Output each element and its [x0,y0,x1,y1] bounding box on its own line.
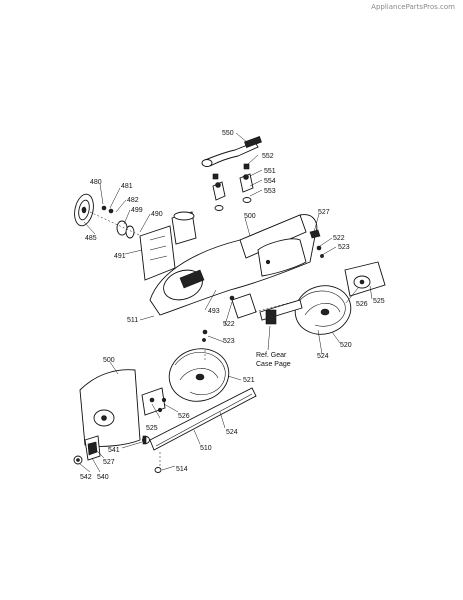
callout-481: 481 [121,183,133,190]
callout-523-upper: 523 [338,244,350,251]
bracket-part-left [212,181,226,211]
callout-522-upper: 522 [333,235,345,242]
callout-482: 482 [127,197,139,204]
bracket-part-right [212,163,254,203]
callout-499: 499 [131,207,143,214]
callout-526-lower: 526 [178,413,190,420]
callout-554: 554 [264,178,276,185]
callout-553: 553 [264,188,276,195]
callout-524-right: 524 [317,353,329,360]
callout-525-lower: 525 [146,425,158,432]
auger-housing-lower-part [79,369,167,447]
auger-shaft-part [202,293,303,342]
callout-514: 514 [176,466,188,473]
callout-550: 550 [222,130,234,137]
watermark-text: AppliancePartsPros.com [371,3,455,11]
leader-lines [79,132,373,473]
callout-493: 493 [208,308,220,315]
scraper-bar-part [149,387,257,466]
frame-housing-part [139,211,197,281]
callout-523-lower: 523 [223,338,235,345]
callout-480: 480 [90,179,102,186]
callout-552: 552 [262,153,274,160]
callout-500-upper: 500 [244,213,256,220]
callout-525-upper: 525 [373,298,385,305]
side-plate-part [309,229,386,297]
callout-520: 520 [340,342,352,349]
callout-500-lower: 500 [103,357,115,364]
callout-522-lower: 522 [223,321,235,328]
pulley-part [74,193,151,241]
callout-540: 540 [97,474,109,481]
gear-case-reference-line2: Case Page [256,361,291,368]
callout-551: 551 [264,168,276,175]
gear-case-reference-line1: Ref. Gear [256,352,287,359]
callout-524-lower: 524 [226,429,238,436]
callout-485: 485 [85,235,97,242]
callout-511: 511 [127,317,138,324]
auger-spiral-right-part [294,285,352,335]
callout-542: 542 [80,474,92,481]
auger-spiral-left-part [168,348,230,402]
callout-527-upper: 527 [318,209,330,216]
callout-521: 521 [243,377,255,384]
callout-526-upper: 526 [356,301,368,308]
hardware-parts [73,435,162,473]
callout-510: 510 [200,445,212,452]
callout-labels: 550 552 551 554 553 480 481 482 499 490 … [80,130,385,481]
callout-490: 490 [151,211,163,218]
crank-rod-part [201,136,262,167]
callout-491: 491 [114,253,126,260]
callout-527-lower: 527 [103,459,115,466]
callout-541: 541 [108,447,120,454]
auger-housing-upper-part [149,214,318,316]
